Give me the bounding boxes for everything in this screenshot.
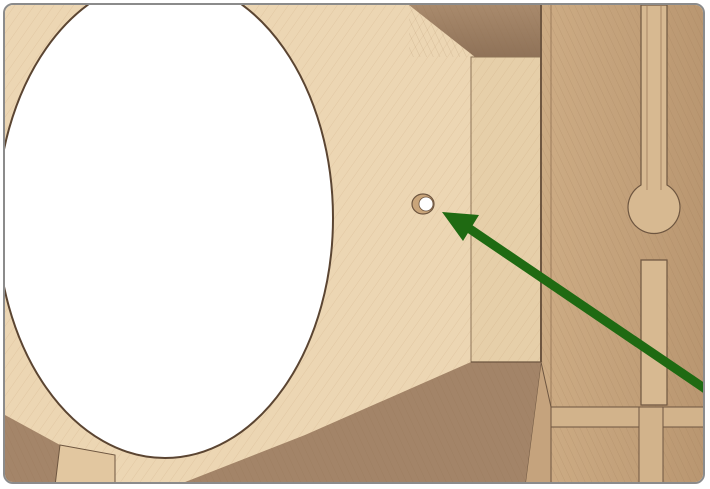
circular-cutout [5,5,334,459]
image-frame [3,3,705,484]
cross-slot [550,406,703,428]
drill-hole-icon [411,193,435,215]
panel-render [5,5,703,482]
arrow-pointer-icon [442,212,703,393]
keyhole-slot [627,5,681,406]
